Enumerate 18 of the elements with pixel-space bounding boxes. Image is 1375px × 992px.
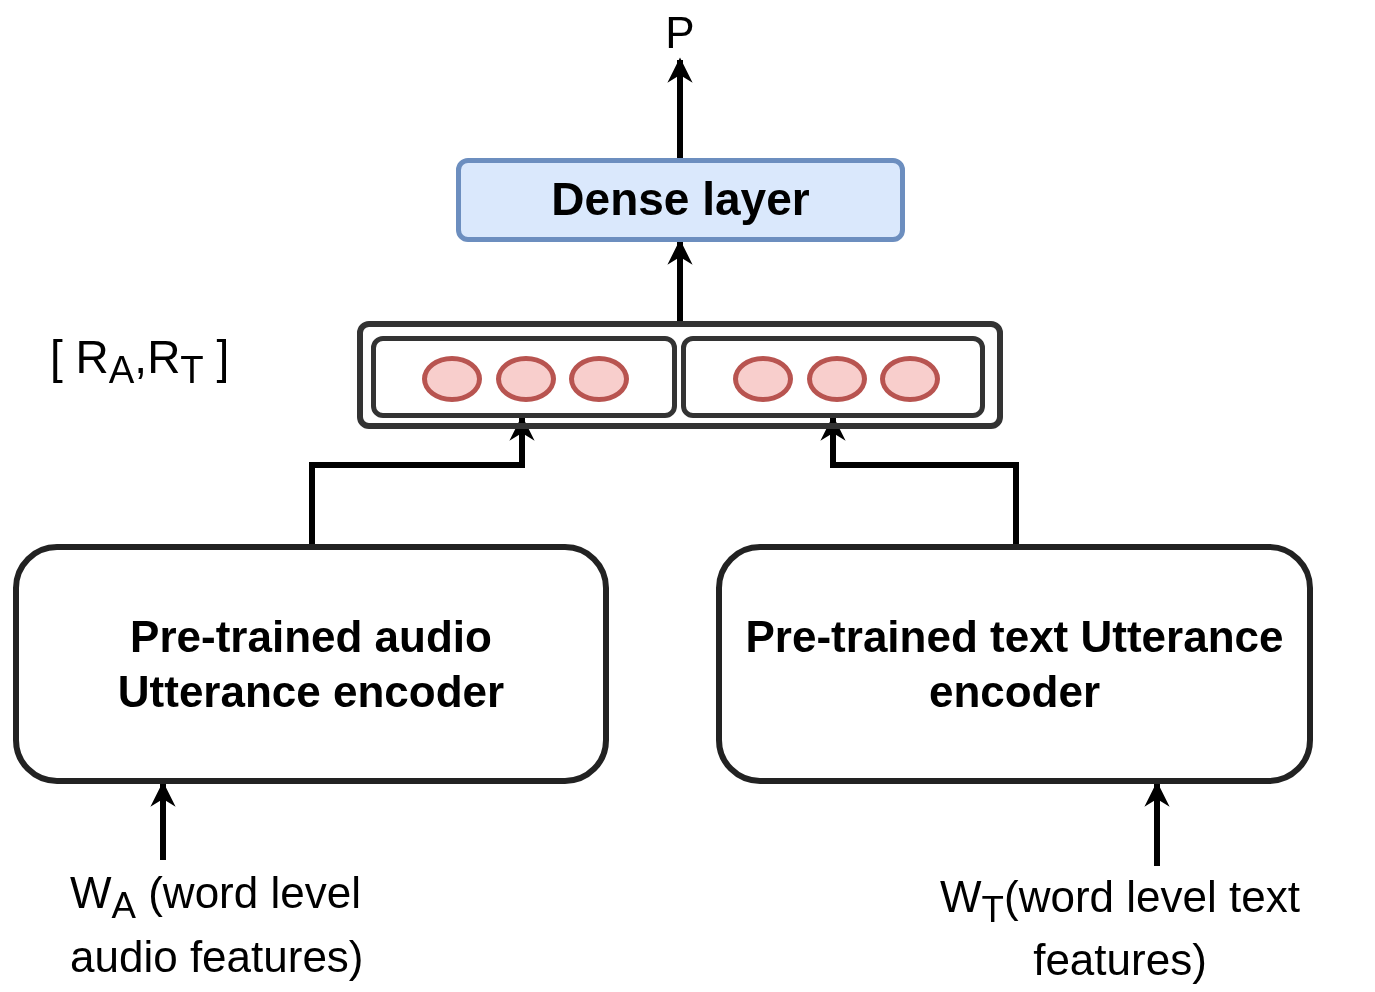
input-label: W$_{A}$ (word level audio features) (70, 867, 365, 983)
arrow (1144, 781, 1170, 866)
input-label: W$_{T}$(word level text features) (939, 870, 1301, 987)
arrow (309, 415, 535, 544)
concatenation-box (357, 321, 1003, 429)
representation-box (681, 336, 985, 418)
encoder-box (716, 544, 1313, 784)
representation-box (371, 336, 677, 418)
arrow (820, 415, 1019, 544)
output-label: P (665, 7, 695, 59)
encoder-box (13, 544, 609, 784)
encoder-label: Pre-trained audio Utterance encoder (116, 611, 506, 718)
arrow (667, 57, 693, 158)
vector-label: [ R$_{A}$,R$_{T}$ ] (50, 330, 230, 393)
encoder-label: Pre-trained text Utterance encoder (744, 611, 1285, 718)
arrow (150, 781, 176, 860)
dense-layer-box (456, 158, 905, 242)
layer-label: Dense layer (551, 172, 810, 228)
